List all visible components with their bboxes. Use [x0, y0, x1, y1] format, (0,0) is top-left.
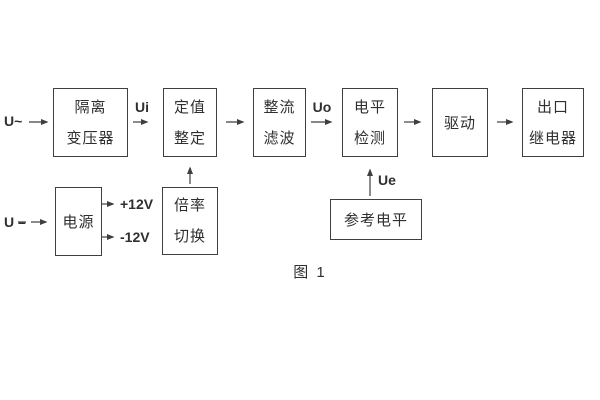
block-label: 电平 — [353, 98, 386, 116]
block-label: 电源 — [62, 214, 95, 231]
block-label: 切换 — [173, 228, 206, 245]
block-reference-level: 参考电平 — [330, 199, 422, 240]
block-label: 检测 — [353, 129, 386, 147]
block-label: 驱动 — [443, 115, 476, 132]
block-ratio-switch: 倍率 切换 — [162, 187, 218, 255]
block-label: 整定 — [173, 129, 206, 147]
label-ac-input: U~ — [4, 113, 23, 129]
block-label: 整流 — [263, 98, 296, 116]
block-label: 隔离 — [74, 98, 107, 116]
label-ue: Ue — [378, 172, 396, 188]
label-minus-12v: -12V — [120, 229, 150, 245]
block-label: 变压器 — [66, 129, 115, 147]
block-level-detect: 电平 检测 — [342, 88, 398, 157]
block-setpoint-adjust: 定值 整定 — [163, 88, 217, 157]
block-label: 滤波 — [263, 129, 296, 147]
block-drive: 驱动 — [432, 88, 488, 157]
figure-caption: 图 1 — [293, 264, 327, 281]
label-dc-input: U – — [4, 214, 26, 230]
block-rectifier-filter: 整流 滤波 — [253, 88, 306, 157]
block-label: 继电器 — [528, 129, 577, 147]
block-output-relay: 出口 继电器 — [522, 88, 584, 157]
block-label: 出口 — [536, 98, 569, 116]
label-ui: Ui — [135, 99, 149, 115]
block-power-supply: 电源 — [55, 187, 102, 256]
block-label: 参考电平 — [343, 212, 408, 229]
block-isolation-transformer: 隔离 变压器 — [53, 88, 128, 157]
block-label: 倍率 — [173, 197, 206, 214]
label-plus-12v: +12V — [120, 196, 154, 212]
label-uo: Uo — [312, 99, 332, 115]
block-label: 定值 — [173, 98, 206, 116]
